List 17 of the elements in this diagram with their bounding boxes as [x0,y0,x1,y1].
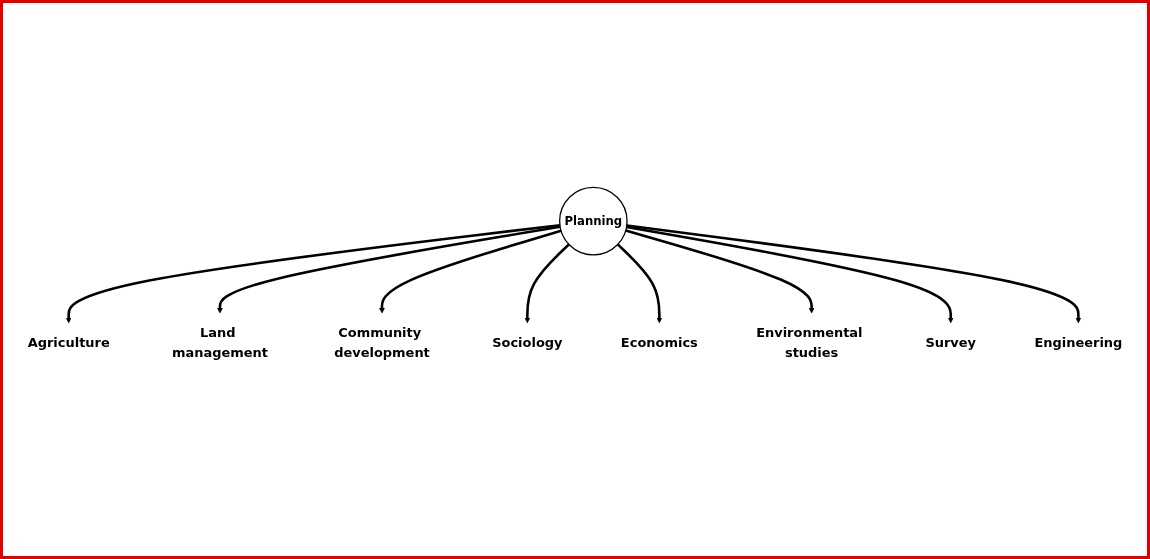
arrow [65,223,561,324]
arrow [524,243,570,324]
arrow [217,225,561,314]
node-text: Engineering [1034,334,1123,351]
node-text: Environmental studies [756,324,863,360]
node-text: Economics [620,334,698,351]
arrow [379,229,562,314]
node-text: Sociology [492,334,563,351]
node-text: Community development [334,324,430,360]
arrow [616,243,663,324]
arrow [625,229,815,314]
arrow [626,225,954,324]
node-text: Survey [925,334,977,351]
arrow [626,224,1082,324]
node-circle: Planning [559,186,628,256]
node-text: Agriculture [27,334,110,351]
node-text: Land management [171,324,268,360]
